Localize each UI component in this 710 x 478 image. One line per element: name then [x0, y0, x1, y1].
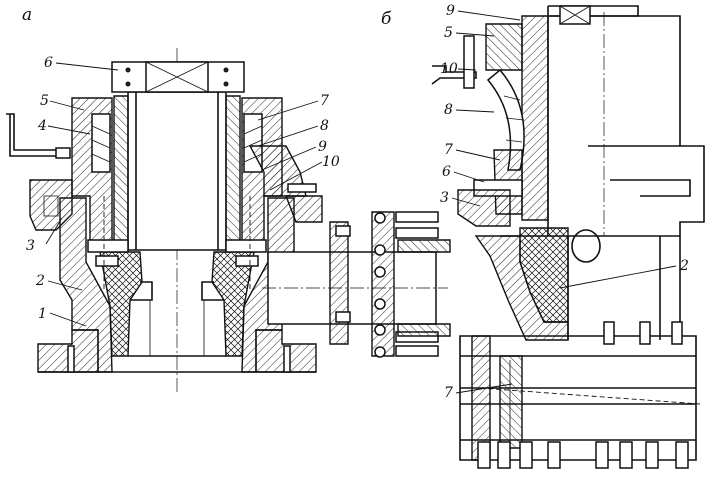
part-number-a-7: 7: [320, 93, 329, 109]
part-number-b-9: 9: [446, 3, 455, 19]
part-number-b-2: 2: [679, 258, 689, 274]
labels: а б 1 2 3 4 5 6 7 8 9 10 9 5 10 8 7 6 3 …: [22, 3, 689, 401]
part-number-a-1: 1: [38, 306, 47, 322]
part-number-a-10: 10: [322, 154, 340, 170]
part-number-b-3: 3: [440, 190, 449, 206]
base-bolts: [477, 321, 689, 469]
part-number-a-9: 9: [318, 139, 327, 155]
part-number-b-8: 8: [444, 102, 453, 118]
view-b: [431, 5, 705, 469]
part-number-a-2: 2: [35, 273, 45, 289]
part-number-b-7: 7: [444, 142, 453, 158]
part-number-a-3: 3: [26, 238, 35, 254]
part-number-b-10: 10: [440, 61, 458, 77]
part-number-a-5: 5: [40, 93, 49, 109]
view-label-a: а: [22, 5, 32, 25]
part-number-b-5: 5: [444, 25, 453, 41]
flange-bolts: [374, 211, 439, 358]
part-number-a-8: 8: [320, 118, 329, 134]
part-number-b-6: 6: [442, 164, 451, 180]
connecting-pipe: [262, 211, 451, 358]
part-number-a-4: 4: [37, 118, 47, 134]
part-number-b-7-lower: 7: [444, 385, 453, 401]
view-label-b: б: [381, 9, 392, 29]
view-a: [6, 48, 323, 395]
part-number-a-6: 6: [44, 55, 53, 71]
